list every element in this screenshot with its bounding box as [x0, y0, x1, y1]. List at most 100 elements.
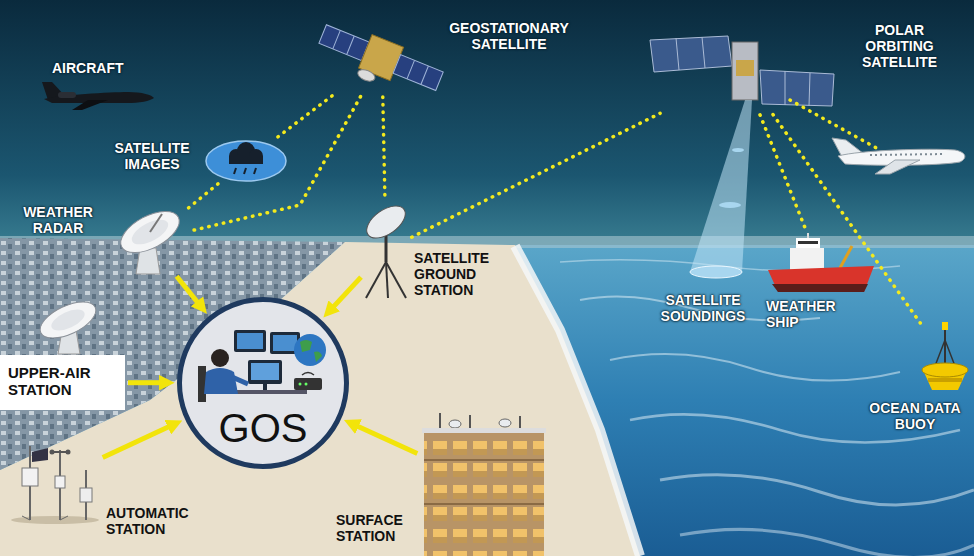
weather-radar-icon-part [150, 214, 162, 232]
weather-ship-icon-part [796, 238, 820, 248]
gos-circle: GOS [177, 297, 349, 469]
weather-radar-icon-part [114, 203, 186, 261]
surface-station-building-part [422, 428, 546, 433]
gos-operator-icon-part [273, 335, 297, 351]
surface-station-building-part [424, 459, 544, 461]
gos-operator-icon-part [299, 383, 302, 386]
satellite-image-icon-part [254, 168, 256, 174]
airliner-icon-part [875, 160, 920, 174]
ocean-buoy-icon [922, 322, 968, 390]
upper-air-antenna-icon [35, 295, 101, 354]
ground-station-antenna-icon [361, 200, 411, 298]
gos-operator-icon-part [300, 340, 312, 352]
polar-satellite-icon-part [676, 38, 679, 70]
sounding-beam-part [732, 148, 744, 152]
gos-operator-icon-part [211, 349, 229, 367]
weather-ship-icon-part [840, 246, 852, 268]
surface-station-building-part [499, 419, 511, 427]
gos-operator-icon-part [204, 368, 238, 394]
gos-operator-icon-part [305, 383, 308, 386]
data-flow-arrow [358, 426, 418, 453]
polar-satellite-icon-part [650, 36, 732, 72]
automatic-station-icon [11, 446, 99, 524]
gos-operator-icon-part [248, 360, 282, 384]
item-label: GEOSTATIONARY SATELLITE [438, 20, 580, 52]
satellite-image-icon [206, 141, 286, 181]
weather-ship-icon-part [772, 284, 868, 292]
polar-satellite-icon-part [732, 42, 758, 100]
item-label: OCEAN DATA BUOY [862, 400, 968, 432]
automatic-station-icon-part [55, 476, 65, 488]
soundings-node: SATELLITE SOUNDINGS [688, 262, 744, 284]
automatic-station-icon-part [32, 448, 48, 462]
background-part [0, 242, 640, 556]
gos-operator-icon-part [232, 377, 248, 384]
geostationary-satellite-icon-part [347, 36, 354, 55]
weather-ship-icon [768, 233, 874, 292]
surface-station-building-part [449, 420, 461, 428]
item-label: POLAR ORBITING SATELLITE [842, 22, 957, 70]
geostationary-satellite-icon-part [421, 66, 428, 85]
polar-satellite-icon [650, 36, 834, 106]
weather-radar-node: WEATHER RADAR [110, 208, 186, 274]
geostationary-satellite-icon-part [356, 67, 376, 83]
item-label: AIRCRAFT [52, 60, 152, 76]
satellite-image-icon-part [234, 168, 236, 174]
automatic-station-node: AUTOMATIC STATION [8, 440, 100, 520]
background-part [610, 354, 900, 381]
ocean-buoy-icon-part [928, 378, 962, 382]
gos-fill [179, 299, 347, 467]
sounding-beam [690, 100, 752, 278]
data-flow-arrow [177, 276, 198, 302]
upper-air-antenna-icon-part [48, 305, 87, 335]
polar-satellite-icon-part [760, 70, 834, 106]
ocean-buoy-icon-part [935, 340, 955, 366]
ground-station-antenna-icon-part [386, 262, 388, 298]
geostationary-satellite-icon-part [319, 25, 369, 61]
geostationary-satellite-node: GEOSTATIONARY SATELLITE [318, 22, 446, 94]
surface-station-building-part [469, 415, 471, 430]
dotted-link [276, 96, 332, 138]
weather-ship-icon-part [798, 241, 818, 244]
ground-station-antenna-icon-part [386, 262, 406, 298]
data-flow-arrow [334, 277, 361, 307]
weather-ship-icon-part [790, 248, 824, 270]
dotted-link [383, 97, 385, 197]
dotted-link [189, 97, 361, 232]
geostationary-satellite-icon-part [407, 60, 414, 79]
gos-operator-icon-part [314, 352, 322, 363]
gos-operator-icon-part [198, 366, 206, 402]
ocean-buoy-icon-part [944, 326, 946, 366]
weather-ship-node: WEATHER SHIP [764, 232, 874, 294]
background-part [0, 0, 974, 250]
aircraft-node: AIRCRAFT [40, 80, 155, 112]
item-label: SATELLITE SOUNDINGS [648, 292, 758, 324]
gos-operator-icon-part [263, 384, 267, 390]
ground-station-antenna-icon-part [366, 262, 386, 298]
item-label: SATELLITE IMAGES [104, 140, 200, 172]
geostationary-satellite-icon-part [333, 30, 340, 49]
item-label: WEATHER SHIP [766, 298, 856, 330]
polar-satellite-icon-part [702, 37, 705, 68]
gos-operator-icon-part [294, 378, 322, 390]
airliner-icon [832, 138, 965, 174]
ocean-buoy-icon-part [922, 363, 968, 377]
surface-station-building-part [424, 503, 544, 505]
ground-station-antenna-icon-part [361, 200, 411, 245]
ocean-buoy-node: OCEAN DATA BUOY [922, 322, 968, 394]
data-flow-arrow [103, 427, 169, 458]
polar-satellite-node: POLAR ORBITING SATELLITE [648, 32, 838, 112]
surface-station-node: SURFACE STATION [420, 412, 548, 556]
surface-station-building-part [439, 413, 441, 430]
weather-radar-icon [114, 203, 186, 274]
dotted-link [790, 100, 880, 150]
gos-operator-icon [198, 330, 326, 402]
upper-air-antenna-icon-part [35, 295, 101, 346]
dotted-link [412, 113, 660, 237]
gos-operator-icon-part [234, 330, 266, 352]
automatic-station-icon-part [60, 516, 68, 520]
polar-satellite-icon-part [736, 60, 754, 76]
